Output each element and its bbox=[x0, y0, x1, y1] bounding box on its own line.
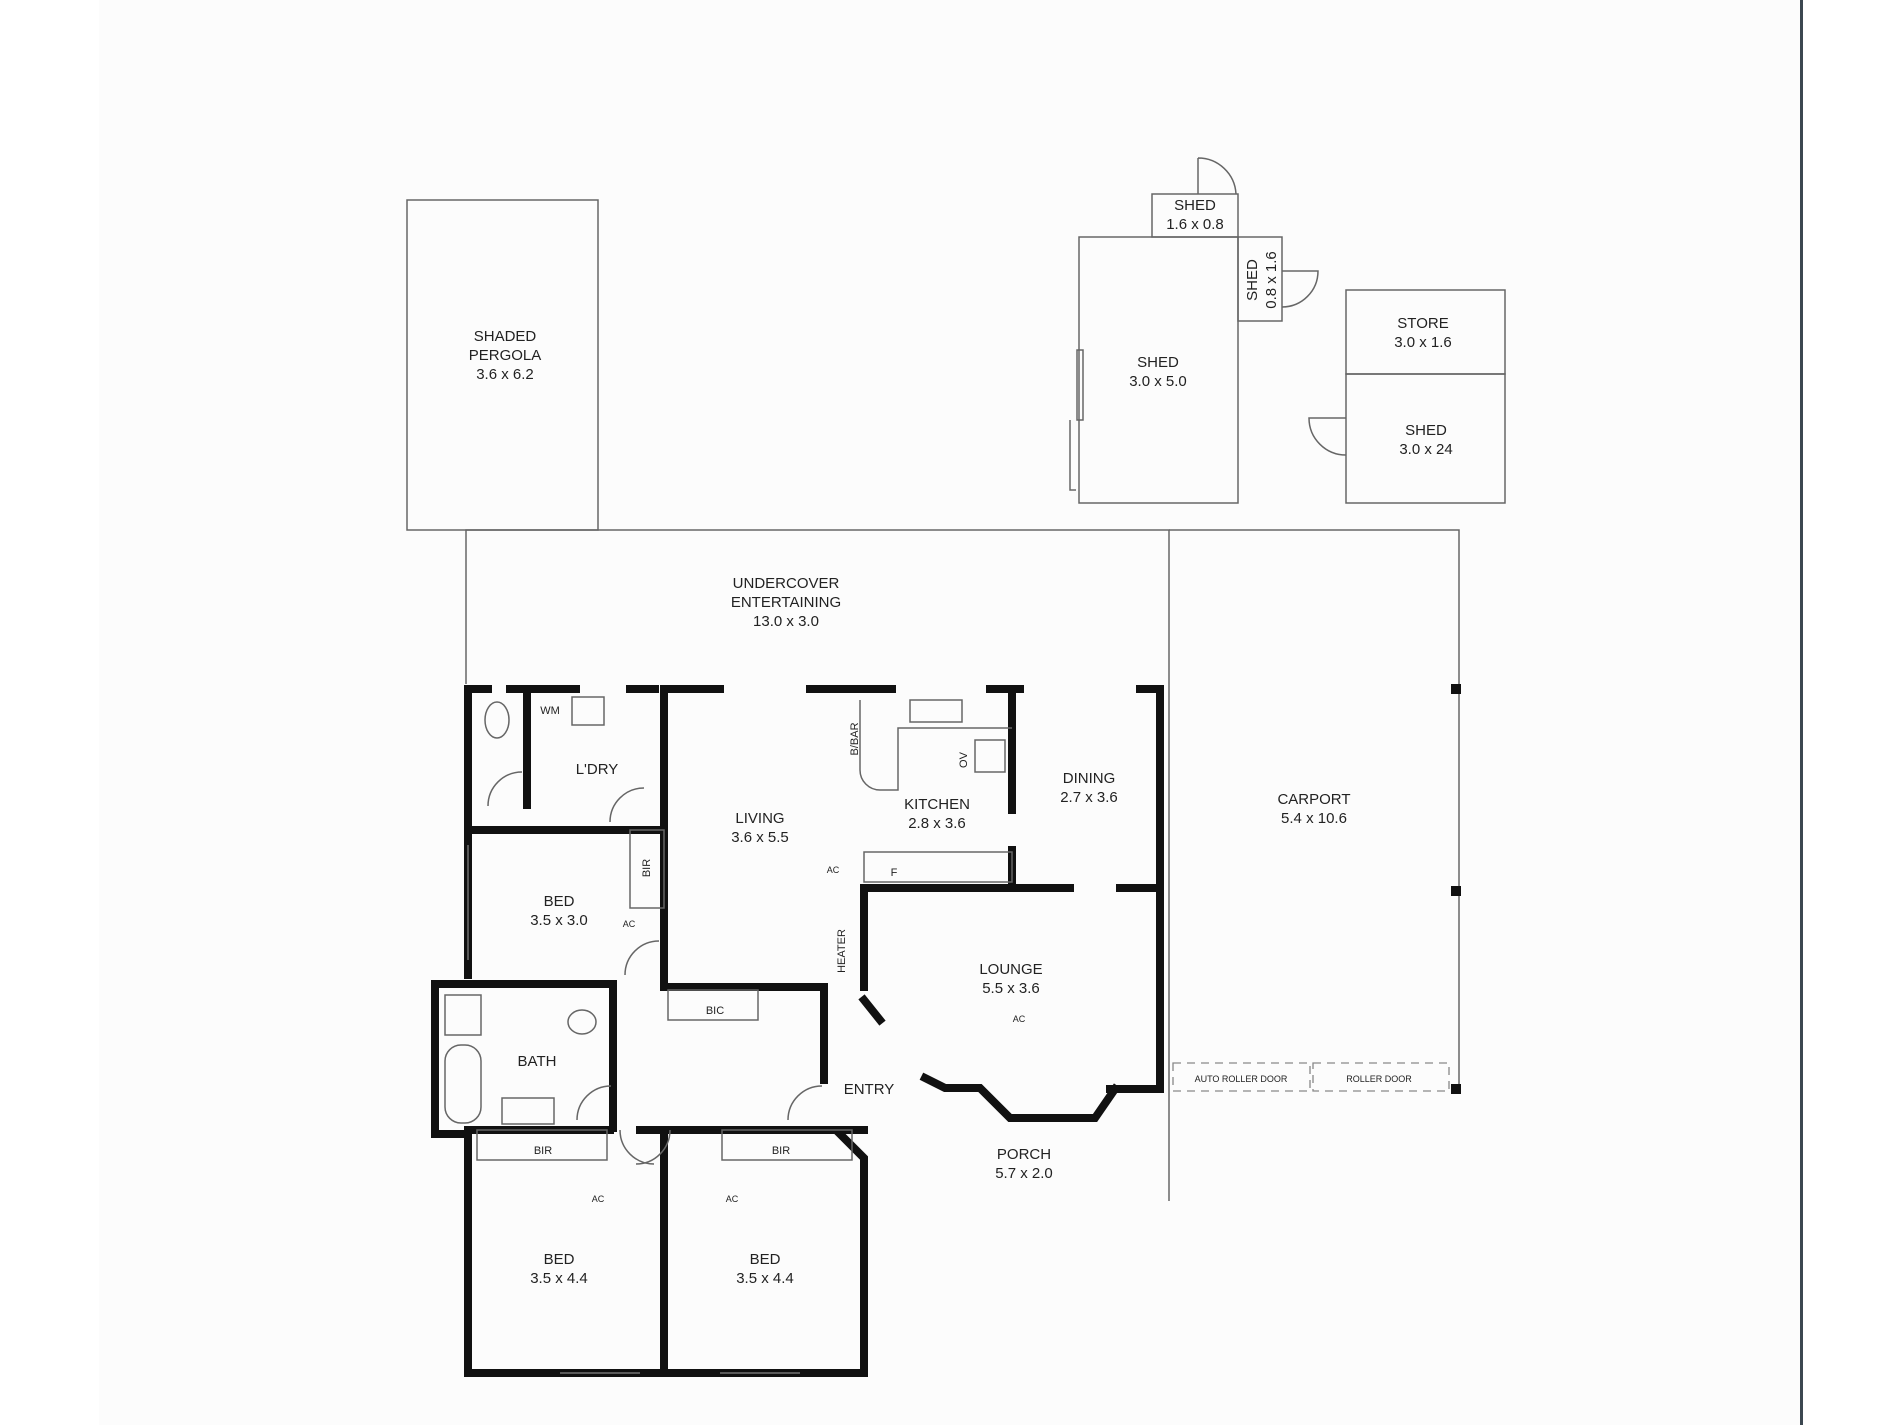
label: BIR bbox=[641, 859, 653, 877]
label: BIR bbox=[534, 1145, 552, 1157]
label: BIC bbox=[706, 1005, 724, 1017]
bathtub-icon bbox=[444, 1044, 482, 1124]
door-swing bbox=[1308, 417, 1347, 456]
label: L'DRY bbox=[576, 761, 619, 778]
label: 3.5 x 4.4 bbox=[530, 1270, 588, 1287]
vanity-icon bbox=[501, 1097, 555, 1125]
toilet-icon bbox=[484, 701, 510, 739]
fridge-space bbox=[863, 851, 1013, 883]
carport-post bbox=[1451, 886, 1461, 896]
carport-post bbox=[1451, 1084, 1461, 1094]
label: 2.7 x 3.6 bbox=[1060, 789, 1118, 806]
shed-small-side-outline bbox=[1237, 236, 1283, 322]
label: 3.0 x 24 bbox=[1399, 441, 1452, 458]
label: LOUNGE bbox=[979, 961, 1042, 978]
bir-cupboard bbox=[721, 1129, 853, 1161]
label: 3.5 x 4.4 bbox=[736, 1270, 794, 1287]
ac-icon: AC bbox=[1013, 1014, 1026, 1024]
label: OV bbox=[958, 751, 970, 768]
bir-cupboard bbox=[476, 1129, 608, 1161]
shed-small-top-outline bbox=[1151, 193, 1239, 238]
label: 3.0 x 5.0 bbox=[1129, 373, 1187, 390]
carport-post bbox=[1451, 684, 1461, 694]
label: BATH bbox=[518, 1053, 557, 1070]
label: 5.5 x 3.6 bbox=[982, 980, 1040, 997]
ac-icon: AC bbox=[827, 865, 840, 875]
carport-outline bbox=[1169, 529, 1460, 1089]
label: F bbox=[891, 867, 898, 879]
roller-door bbox=[1312, 1062, 1450, 1092]
label: PERGOLA bbox=[469, 347, 542, 364]
label: 5.4 x 10.6 bbox=[1281, 810, 1347, 827]
label: BED bbox=[750, 1251, 781, 1268]
label: BIR bbox=[772, 1145, 790, 1157]
label: SHED bbox=[1174, 197, 1216, 214]
shower-icon bbox=[444, 994, 482, 1036]
label: ENTRY bbox=[844, 1081, 895, 1098]
bir-cupboard bbox=[629, 829, 665, 909]
sink-icon bbox=[909, 699, 963, 723]
label: UNDERCOVER bbox=[733, 575, 840, 592]
trough-icon bbox=[571, 696, 605, 726]
label: SHED bbox=[1244, 259, 1261, 301]
label: PORCH bbox=[997, 1146, 1051, 1163]
label: 0.8 x 1.6 bbox=[1263, 251, 1280, 309]
pergola-outline bbox=[406, 199, 599, 531]
label: 1.6 x 0.8 bbox=[1166, 216, 1224, 233]
fixture-labels: WM BIR BIR BIC F BIR B/BAR OV HEATER AC … bbox=[534, 705, 1412, 1204]
store-outline bbox=[1345, 289, 1506, 375]
ac-icon: AC bbox=[726, 1194, 739, 1204]
toilet-icon bbox=[567, 1009, 597, 1035]
label: 3.6 x 5.5 bbox=[731, 829, 789, 846]
label: 3.6 x 6.2 bbox=[476, 366, 534, 383]
auto-roller-door bbox=[1172, 1062, 1311, 1092]
label: 2.8 x 3.6 bbox=[908, 815, 966, 832]
label: HEATER bbox=[836, 929, 848, 973]
breakfast-bar bbox=[859, 700, 1012, 791]
shed-right-outline bbox=[1345, 373, 1506, 504]
label: LIVING bbox=[735, 810, 784, 827]
label: ENTERTAINING bbox=[731, 594, 841, 611]
door-swing bbox=[1281, 270, 1319, 308]
label: AUTO ROLLER DOOR bbox=[1195, 1074, 1288, 1084]
door-swings bbox=[487, 771, 823, 1165]
door-swing bbox=[1197, 157, 1237, 195]
label: BED bbox=[544, 893, 575, 910]
bic-cupboard bbox=[667, 989, 759, 1021]
label: B/BAR bbox=[849, 722, 861, 755]
ac-icon: AC bbox=[623, 919, 636, 929]
sliding-door bbox=[1069, 349, 1084, 491]
label: 3.5 x 3.0 bbox=[530, 912, 588, 929]
label: 13.0 x 3.0 bbox=[753, 613, 819, 630]
label: SHED bbox=[1137, 354, 1179, 371]
floor-plan-panel bbox=[99, 0, 1803, 1425]
ac-icon: AC bbox=[592, 1194, 605, 1204]
undercover-outline bbox=[465, 529, 1170, 1201]
room-labels: SHADED PERGOLA 3.6 x 6.2 UNDERCOVER ENTE… bbox=[469, 197, 1453, 1287]
cooktop-icon bbox=[974, 739, 1006, 773]
label: SHADED bbox=[474, 328, 537, 345]
label: ROLLER DOOR bbox=[1346, 1074, 1412, 1084]
label: STORE bbox=[1397, 315, 1448, 332]
label: 3.0 x 1.6 bbox=[1394, 334, 1452, 351]
label: 5.7 x 2.0 bbox=[995, 1165, 1053, 1182]
label: WM bbox=[540, 705, 560, 717]
label: SHED bbox=[1405, 422, 1447, 439]
label: CARPORT bbox=[1277, 791, 1350, 808]
label: DINING bbox=[1063, 770, 1116, 787]
label: BED bbox=[544, 1251, 575, 1268]
label: KITCHEN bbox=[904, 796, 970, 813]
